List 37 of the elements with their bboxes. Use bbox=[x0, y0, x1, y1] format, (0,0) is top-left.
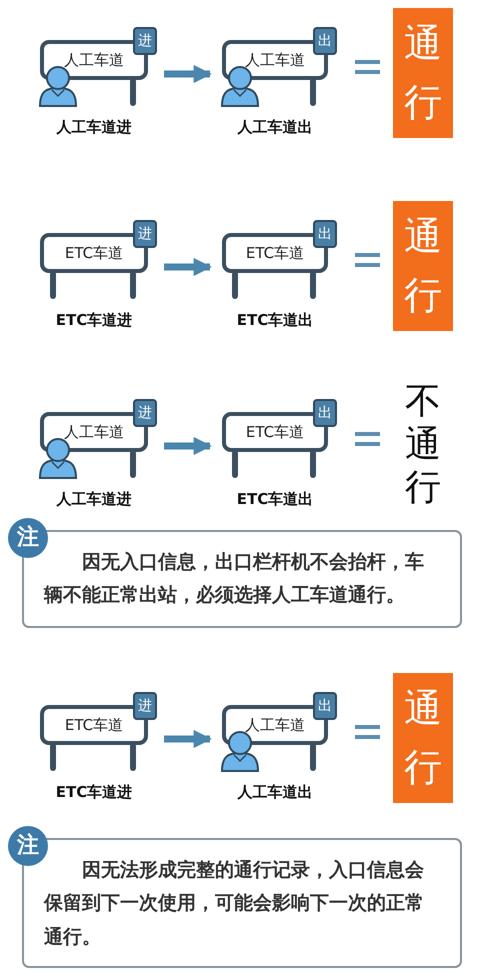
lane-caption: ETC车道进 bbox=[54, 311, 134, 330]
lane-caption: 人工车道出 bbox=[236, 783, 314, 802]
lane-caption: 人工车道出 bbox=[236, 118, 314, 137]
lane-caption: 人工车道进 bbox=[55, 118, 132, 137]
lane-label: ETC车道 bbox=[246, 422, 304, 442]
lane-caption: 人工车道进 bbox=[55, 490, 132, 509]
lane-label: 人工车道 bbox=[245, 50, 305, 70]
lane-label: 人工车道 bbox=[245, 716, 305, 734]
lane-label: ETC车道 bbox=[246, 244, 304, 262]
lane-caption: ETC车道出 bbox=[236, 490, 314, 509]
note-badge: 注 bbox=[8, 518, 48, 558]
arrow bbox=[164, 436, 212, 456]
lane-caption: ETC车道出 bbox=[236, 311, 314, 330]
arrow bbox=[164, 258, 212, 276]
arrow bbox=[164, 730, 212, 748]
result-text: 通行 bbox=[404, 213, 442, 319]
arrow bbox=[164, 64, 212, 84]
lane-label: ETC车道 bbox=[64, 716, 124, 734]
result-box bbox=[393, 673, 453, 803]
lane-badge: 进 bbox=[133, 220, 157, 248]
lane-label: 人工车道 bbox=[64, 50, 124, 70]
note-badge: 注 bbox=[8, 826, 48, 866]
result-box bbox=[393, 201, 453, 331]
result-box bbox=[393, 8, 453, 138]
lane-label: 人工车道 bbox=[64, 422, 124, 442]
result-text: 通行 bbox=[404, 685, 442, 791]
lane-badge: 出 bbox=[313, 220, 337, 248]
lane-badge: 进 bbox=[133, 692, 157, 720]
result-text: 不通行 bbox=[393, 380, 453, 510]
result-text: 通行 bbox=[404, 20, 442, 126]
lane-label: ETC车道 bbox=[64, 244, 124, 262]
lane-caption: ETC车道进 bbox=[54, 783, 134, 802]
lane-badge: 进 bbox=[133, 27, 157, 55]
lane-badge: 出 bbox=[313, 27, 337, 55]
lane-badge: 出 bbox=[313, 399, 337, 427]
lane-badge: 进 bbox=[133, 399, 157, 427]
lane-badge: 出 bbox=[313, 692, 337, 720]
